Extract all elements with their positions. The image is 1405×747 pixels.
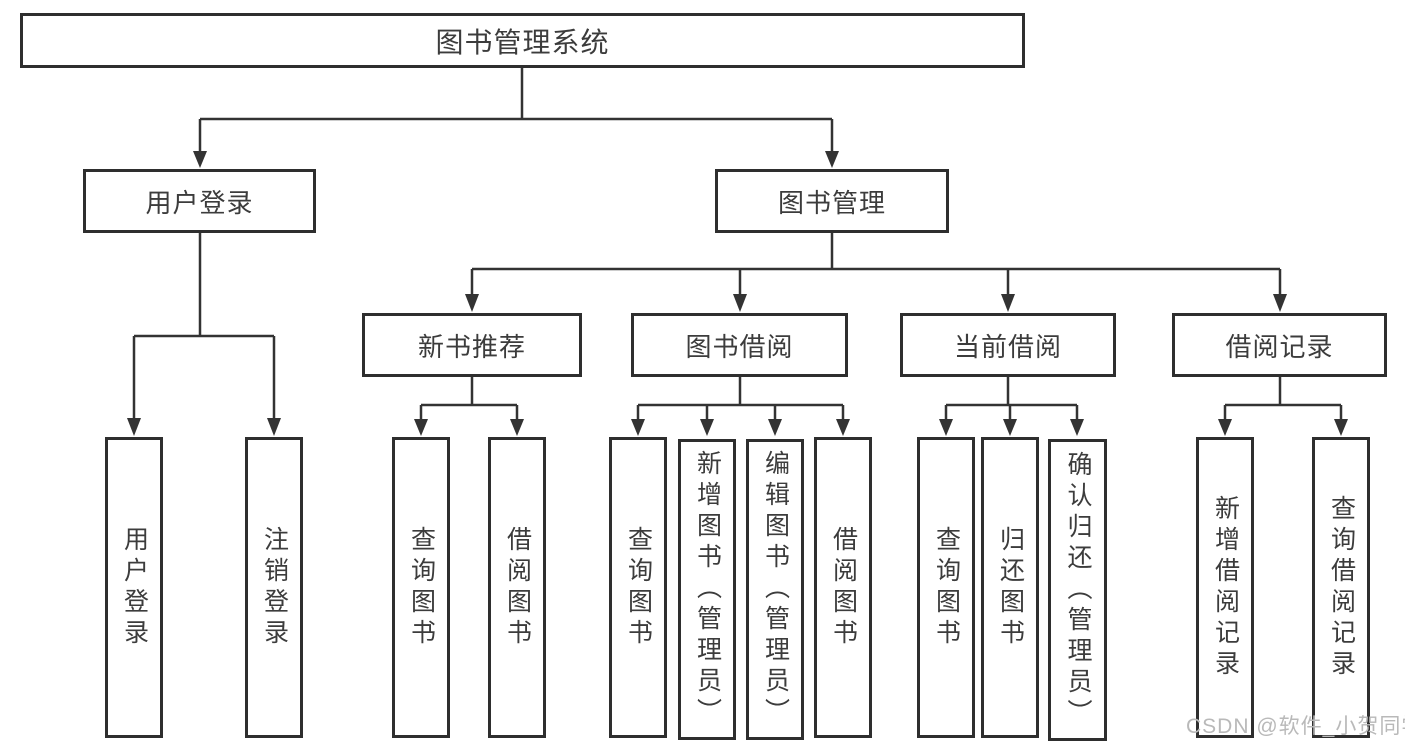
node-book-borrowing: 图书借阅	[631, 313, 848, 377]
leaf-label: 新增图书（管理员）	[693, 450, 722, 729]
connector-current-borrow-branch	[944, 377, 1079, 420]
leaf-label: 编辑图书（管理员）	[761, 450, 790, 729]
connector-user-login-branch	[132, 233, 276, 420]
leaf-query-books: 查询图书	[609, 437, 667, 738]
leaf-logout: 注销登录	[245, 437, 303, 738]
connector-book-mgmt-to-level3	[470, 233, 1282, 296]
arrowhead-down	[1070, 419, 1084, 436]
arrowhead-down	[510, 419, 524, 436]
leaf-confirm-return-admin: 确认归还（管理员）	[1048, 439, 1107, 741]
arrowhead-down	[267, 418, 281, 436]
leaf-add-books-admin: 新增图书（管理员）	[678, 439, 736, 740]
leaf-label: 新增借阅记录	[1211, 494, 1240, 681]
node-user-login: 用户登录	[83, 169, 316, 233]
connector-new-books-branch	[419, 377, 519, 420]
arrowhead-down	[939, 419, 953, 436]
arrowhead-down	[825, 151, 839, 168]
leaf-borrow-books: 借阅图书	[488, 437, 546, 738]
node-current-borrowing: 当前借阅	[900, 313, 1116, 377]
connector-book-borrow-branch	[636, 377, 845, 420]
leaf-borrow-books: 借阅图书	[814, 437, 872, 738]
leaf-label: 查询图书	[407, 525, 436, 650]
leaf-add-borrow-record: 新增借阅记录	[1196, 437, 1254, 738]
arrowhead-down	[193, 151, 207, 168]
node-library-management-system: 图书管理系统	[20, 13, 1025, 68]
arrowhead-down	[631, 419, 645, 436]
arrowhead-down	[1273, 294, 1287, 312]
arrowhead-down	[127, 418, 141, 436]
arrowhead-down	[1003, 419, 1017, 436]
leaf-label: 查询借阅记录	[1327, 494, 1356, 681]
arrowhead-down	[465, 294, 479, 312]
arrowhead-down	[1001, 294, 1015, 312]
leaf-query-books: 查询图书	[917, 437, 975, 738]
arrowhead-down	[836, 419, 850, 436]
leaf-edit-books-admin: 编辑图书（管理员）	[746, 439, 804, 740]
leaf-query-borrow-record: 查询借阅记录	[1312, 437, 1370, 738]
node-new-book-recommend: 新书推荐	[362, 313, 582, 377]
leaf-query-books: 查询图书	[392, 437, 450, 738]
arrowhead-down	[768, 419, 782, 436]
arrowheads	[127, 151, 1348, 436]
leaf-label: 用户登录	[120, 525, 149, 650]
leaf-label: 查询图书	[624, 525, 653, 650]
arrowhead-down	[414, 419, 428, 436]
leaf-label: 注销登录	[260, 525, 289, 650]
arrowhead-down	[1334, 419, 1348, 436]
arrowhead-down	[700, 419, 714, 436]
arrowhead-down	[1218, 419, 1232, 436]
arrowhead-down	[733, 294, 747, 312]
leaf-label: 借阅图书	[503, 525, 532, 650]
leaf-label: 借阅图书	[829, 525, 858, 650]
connector-root-to-level2	[198, 68, 834, 152]
leaf-return-books: 归还图书	[981, 437, 1039, 738]
node-borrowing-records: 借阅记录	[1172, 313, 1387, 377]
node-book-management: 图书管理	[715, 169, 949, 233]
csdn-watermark: CSDN @软件_小贺同学	[1186, 715, 1405, 738]
connector-borrow-records-branch	[1223, 377, 1343, 420]
leaf-user-login: 用户登录	[105, 437, 163, 738]
leaf-label: 确认归还（管理员）	[1064, 450, 1092, 730]
leaf-label: 查询图书	[932, 525, 961, 650]
leaf-label: 归还图书	[996, 525, 1025, 650]
